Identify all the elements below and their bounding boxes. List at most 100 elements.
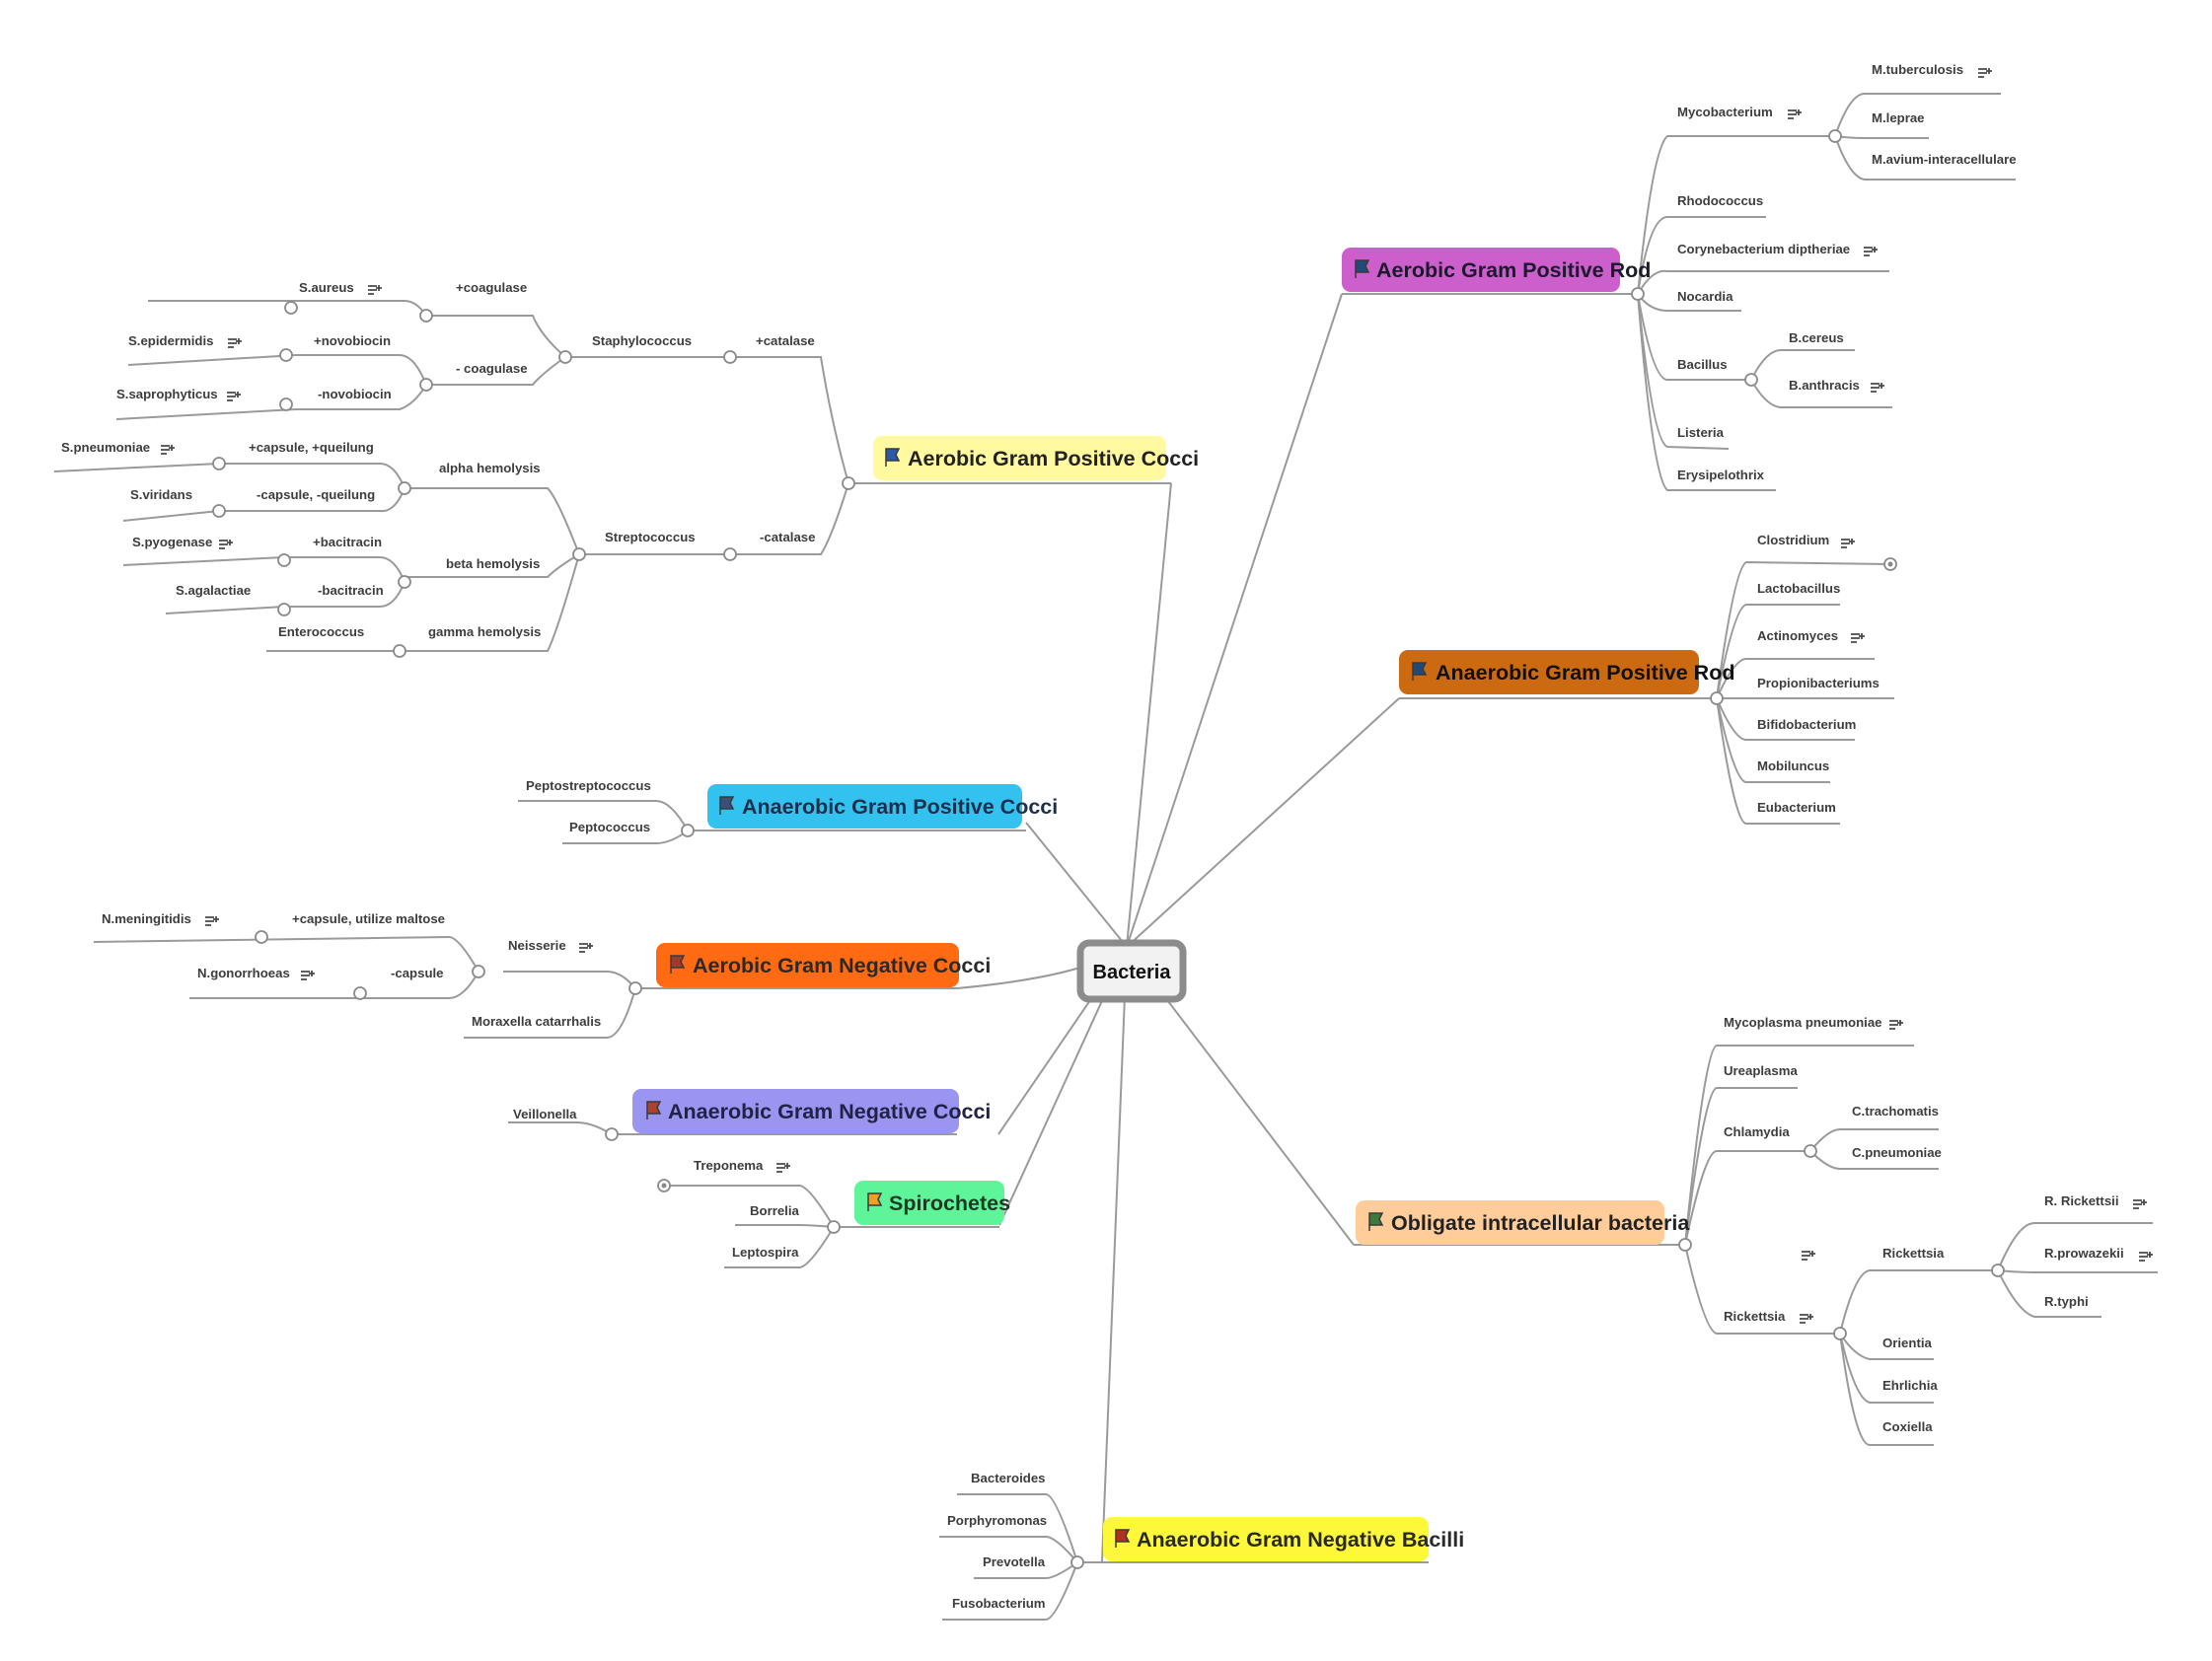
- subtopic-label[interactable]: Rhodococcus: [1677, 193, 1763, 208]
- note-icon[interactable]: [301, 971, 315, 980]
- note-icon[interactable]: [2133, 1199, 2147, 1209]
- subtopic-label[interactable]: -capsule: [391, 966, 444, 980]
- subtopic-label[interactable]: Porphyromonas: [947, 1513, 1047, 1528]
- subtopic-label[interactable]: +bacitracin: [313, 535, 382, 549]
- branch-toggle[interactable]: [827, 1220, 841, 1234]
- branch-toggle[interactable]: [472, 965, 485, 978]
- subtopic-label[interactable]: +novobiocin: [314, 333, 391, 348]
- branch-toggle[interactable]: [1804, 1144, 1817, 1158]
- branch-toggle[interactable]: [255, 930, 268, 944]
- subtopic-label[interactable]: Ureaplasma: [1724, 1063, 1798, 1078]
- subtopic-label[interactable]: S.pyogenase: [132, 535, 212, 549]
- subtopic-label[interactable]: S.epidermidis: [128, 333, 213, 348]
- subtopic-label[interactable]: Streptococcus: [605, 530, 696, 544]
- note-icon[interactable]: [227, 392, 241, 401]
- branch-toggle[interactable]: [279, 348, 293, 362]
- subtopic-label[interactable]: Fusobacterium: [952, 1596, 1046, 1611]
- note-icon[interactable]: [1800, 1314, 1813, 1324]
- subtopic-label[interactable]: M.avium-interacellulare: [1872, 152, 2017, 167]
- topic-obligate-intracellular-bacteria[interactable]: Obligate intracellular bacteria: [1356, 1200, 1690, 1245]
- branch-toggle[interactable]: [628, 981, 642, 995]
- branch-toggle[interactable]: [605, 1127, 619, 1141]
- subtopic-label[interactable]: Lactobacillus: [1757, 581, 1840, 596]
- topic-anaerobic-gram-negative-bacilli[interactable]: Anaerobic Gram Negative Bacilli: [1103, 1517, 1464, 1561]
- subtopic-label[interactable]: +capsule, +queilung: [249, 440, 374, 455]
- subtopic-label[interactable]: beta hemolysis: [446, 556, 540, 571]
- subtopic-label[interactable]: Bacillus: [1677, 357, 1728, 372]
- note-icon[interactable]: [1978, 68, 1992, 78]
- subtopic-label[interactable]: Mycobacterium: [1677, 105, 1773, 119]
- subtopic-label[interactable]: S.agalactiae: [176, 583, 251, 598]
- subtopic-label[interactable]: Moraxella catarrhalis: [472, 1014, 601, 1029]
- branch-toggle[interactable]: [398, 575, 411, 589]
- subtopic-label[interactable]: B.anthracis: [1789, 378, 1860, 393]
- subtopic-label[interactable]: Actinomyces: [1757, 628, 1838, 643]
- subtopic-label[interactable]: S.viridans: [130, 487, 192, 502]
- note-icon[interactable]: [1851, 633, 1865, 643]
- subtopic-label[interactable]: Rickettsia: [1882, 1246, 1945, 1261]
- note-icon[interactable]: [219, 540, 233, 549]
- branch-toggle[interactable]: [398, 481, 411, 495]
- subtopic-label[interactable]: Peptostreptococcus: [526, 778, 651, 793]
- branch-toggle[interactable]: [279, 397, 293, 411]
- subtopic-label[interactable]: Nocardia: [1677, 289, 1733, 304]
- branch-toggle[interactable]: [212, 457, 226, 470]
- branch-toggle[interactable]: [1744, 373, 1758, 387]
- branch-toggle[interactable]: [572, 547, 586, 561]
- branch-toggle[interactable]: [842, 476, 855, 490]
- subtopic-label[interactable]: M.tuberculosis: [1872, 62, 1963, 77]
- topic-spirochetes[interactable]: Spirochetes: [854, 1181, 1010, 1225]
- subtopic-label[interactable]: N.gonorrhoeas: [197, 966, 290, 980]
- topic-anaerobic-gram-negative-cocci[interactable]: Anaerobic Gram Negative Cocci: [632, 1089, 991, 1133]
- branch-toggle[interactable]: [1678, 1238, 1692, 1252]
- subtopic-label[interactable]: S.saprophyticus: [116, 387, 218, 401]
- subtopic-label[interactable]: B.cereus: [1789, 330, 1844, 345]
- subtopic-label[interactable]: Staphylococcus: [592, 333, 692, 348]
- subtopic-label[interactable]: Bifidobacterium: [1757, 717, 1856, 732]
- subtopic-label[interactable]: Eubacterium: [1757, 800, 1836, 815]
- subtopic-label[interactable]: Orientia: [1882, 1336, 1932, 1350]
- subtopic-label[interactable]: Corynebacterium diptheriae: [1677, 242, 1850, 256]
- branch-toggle[interactable]: [558, 350, 572, 364]
- branch-toggle[interactable]: [1631, 287, 1645, 301]
- subtopic-label[interactable]: Propionibacteriums: [1757, 676, 1880, 690]
- subtopic-label[interactable]: Coxiella: [1882, 1419, 1933, 1434]
- branch-toggle[interactable]: [723, 350, 737, 364]
- subtopic-label[interactable]: Veillonella: [513, 1107, 577, 1121]
- subtopic-label[interactable]: -catalase: [760, 530, 815, 544]
- subtopic-label[interactable]: R.typhi: [2044, 1294, 2089, 1309]
- subtopic-label[interactable]: S.pneumoniae: [61, 440, 150, 455]
- subtopic-label[interactable]: Bacteroides: [971, 1471, 1046, 1485]
- note-icon[interactable]: [1864, 247, 1878, 256]
- branch-toggle[interactable]: [393, 644, 406, 658]
- note-icon[interactable]: [1802, 1251, 1815, 1261]
- branch-toggle[interactable]: [419, 309, 433, 323]
- note-icon[interactable]: [368, 285, 382, 295]
- subtopic-label[interactable]: +coagulase: [456, 280, 527, 295]
- branch-toggle[interactable]: [419, 378, 433, 392]
- branch-toggle[interactable]: [284, 301, 298, 315]
- topic-aerobic-gram-positive-rod[interactable]: Aerobic Gram Positive Rod: [1342, 248, 1651, 292]
- topic-aerobic-gram-positive-cocci[interactable]: Aerobic Gram Positive Cocci: [873, 436, 1199, 480]
- central-topic[interactable]: Bacteria: [1076, 939, 1187, 1003]
- subtopic-label[interactable]: C.pneumoniae: [1852, 1145, 1942, 1160]
- branch-toggle[interactable]: [277, 553, 291, 567]
- subtopic-label[interactable]: Mycoplasma pneumoniae: [1724, 1015, 1882, 1030]
- subtopic-label[interactable]: Mobiluncus: [1757, 758, 1829, 773]
- branch-toggle[interactable]: [1710, 691, 1724, 705]
- subtopic-label[interactable]: Clostridium: [1757, 533, 1829, 547]
- subtopic-label[interactable]: alpha hemolysis: [439, 461, 541, 475]
- subtopic-label[interactable]: -novobiocin: [318, 387, 392, 401]
- note-icon[interactable]: [228, 338, 242, 348]
- note-icon[interactable]: [1841, 539, 1855, 548]
- subtopic-label[interactable]: Erysipelothrix: [1677, 468, 1765, 482]
- subtopic-label[interactable]: S.aureus: [299, 280, 354, 295]
- subtopic-label[interactable]: Neisserie: [508, 938, 566, 953]
- topic-anaerobic-gram-positive-rod[interactable]: Anaerobic Gram Positive Rod: [1399, 650, 1734, 694]
- subtopic-label[interactable]: +catalase: [756, 333, 815, 348]
- note-icon[interactable]: [579, 943, 593, 953]
- subtopic-label[interactable]: - coagulase: [456, 361, 528, 376]
- subtopic-label[interactable]: Enterococcus: [278, 624, 364, 639]
- branch-toggle[interactable]: [681, 824, 695, 837]
- branch-toggle[interactable]: [1070, 1555, 1084, 1569]
